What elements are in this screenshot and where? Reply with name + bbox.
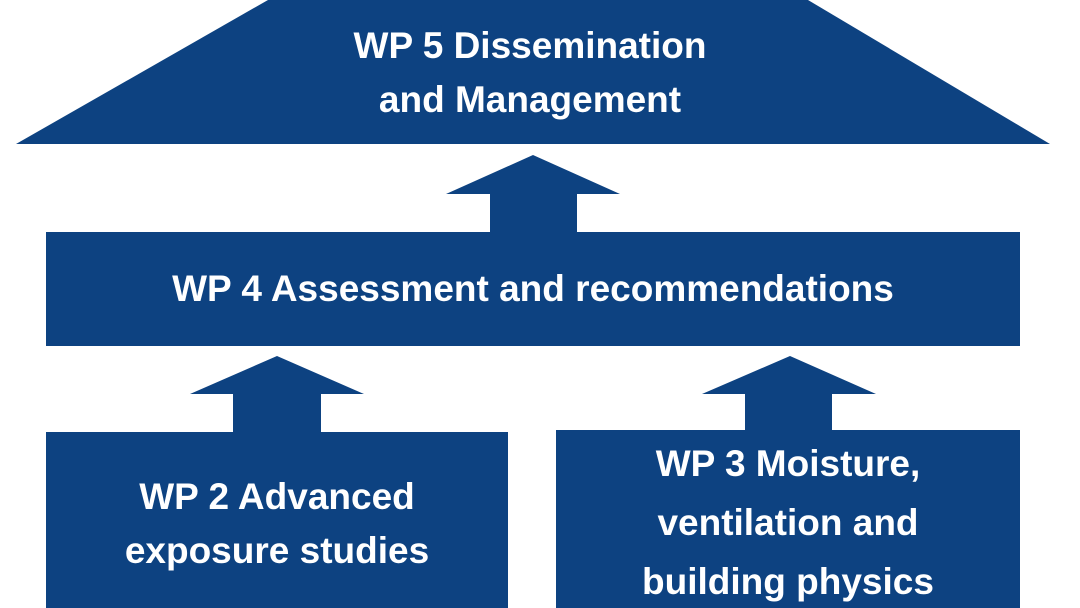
arrow-wp2-to-wp4 — [190, 356, 364, 432]
wp3-title-line-1: WP 3 Moisture, — [655, 443, 921, 484]
wp5-roof-shape — [16, 0, 1050, 144]
wp5-title-line-2: and Management — [378, 79, 682, 120]
wp2-title-line-2: exposure studies — [124, 529, 430, 571]
wp2-label: WP 2 Advanced exposure studies — [46, 432, 508, 608]
wp5-title-line-1: WP 5 Dissemination — [353, 25, 707, 67]
wp2-box — [46, 432, 508, 608]
arrow-wp3-to-wp4 — [702, 356, 876, 430]
wp4-box — [46, 232, 1020, 346]
wp3-title-line-3: building physics — [642, 561, 934, 603]
wp3-label: WP 3 Moisture, ventilation and building … — [556, 430, 1020, 608]
wp3-box — [556, 430, 1020, 608]
arrow-wp4-to-wp5 — [446, 155, 620, 232]
wp4-label: WP 4 Assessment and recommendations — [46, 232, 1020, 346]
wp4-title-line-1: WP 4 Assessment and recommendations — [172, 268, 894, 310]
wp5-label: WP 5 Dissemination and Management — [200, 14, 860, 132]
wp2-title-line-1: WP 2 Advanced — [139, 476, 415, 517]
wp3-title-line-2: ventilation and — [657, 502, 919, 544]
